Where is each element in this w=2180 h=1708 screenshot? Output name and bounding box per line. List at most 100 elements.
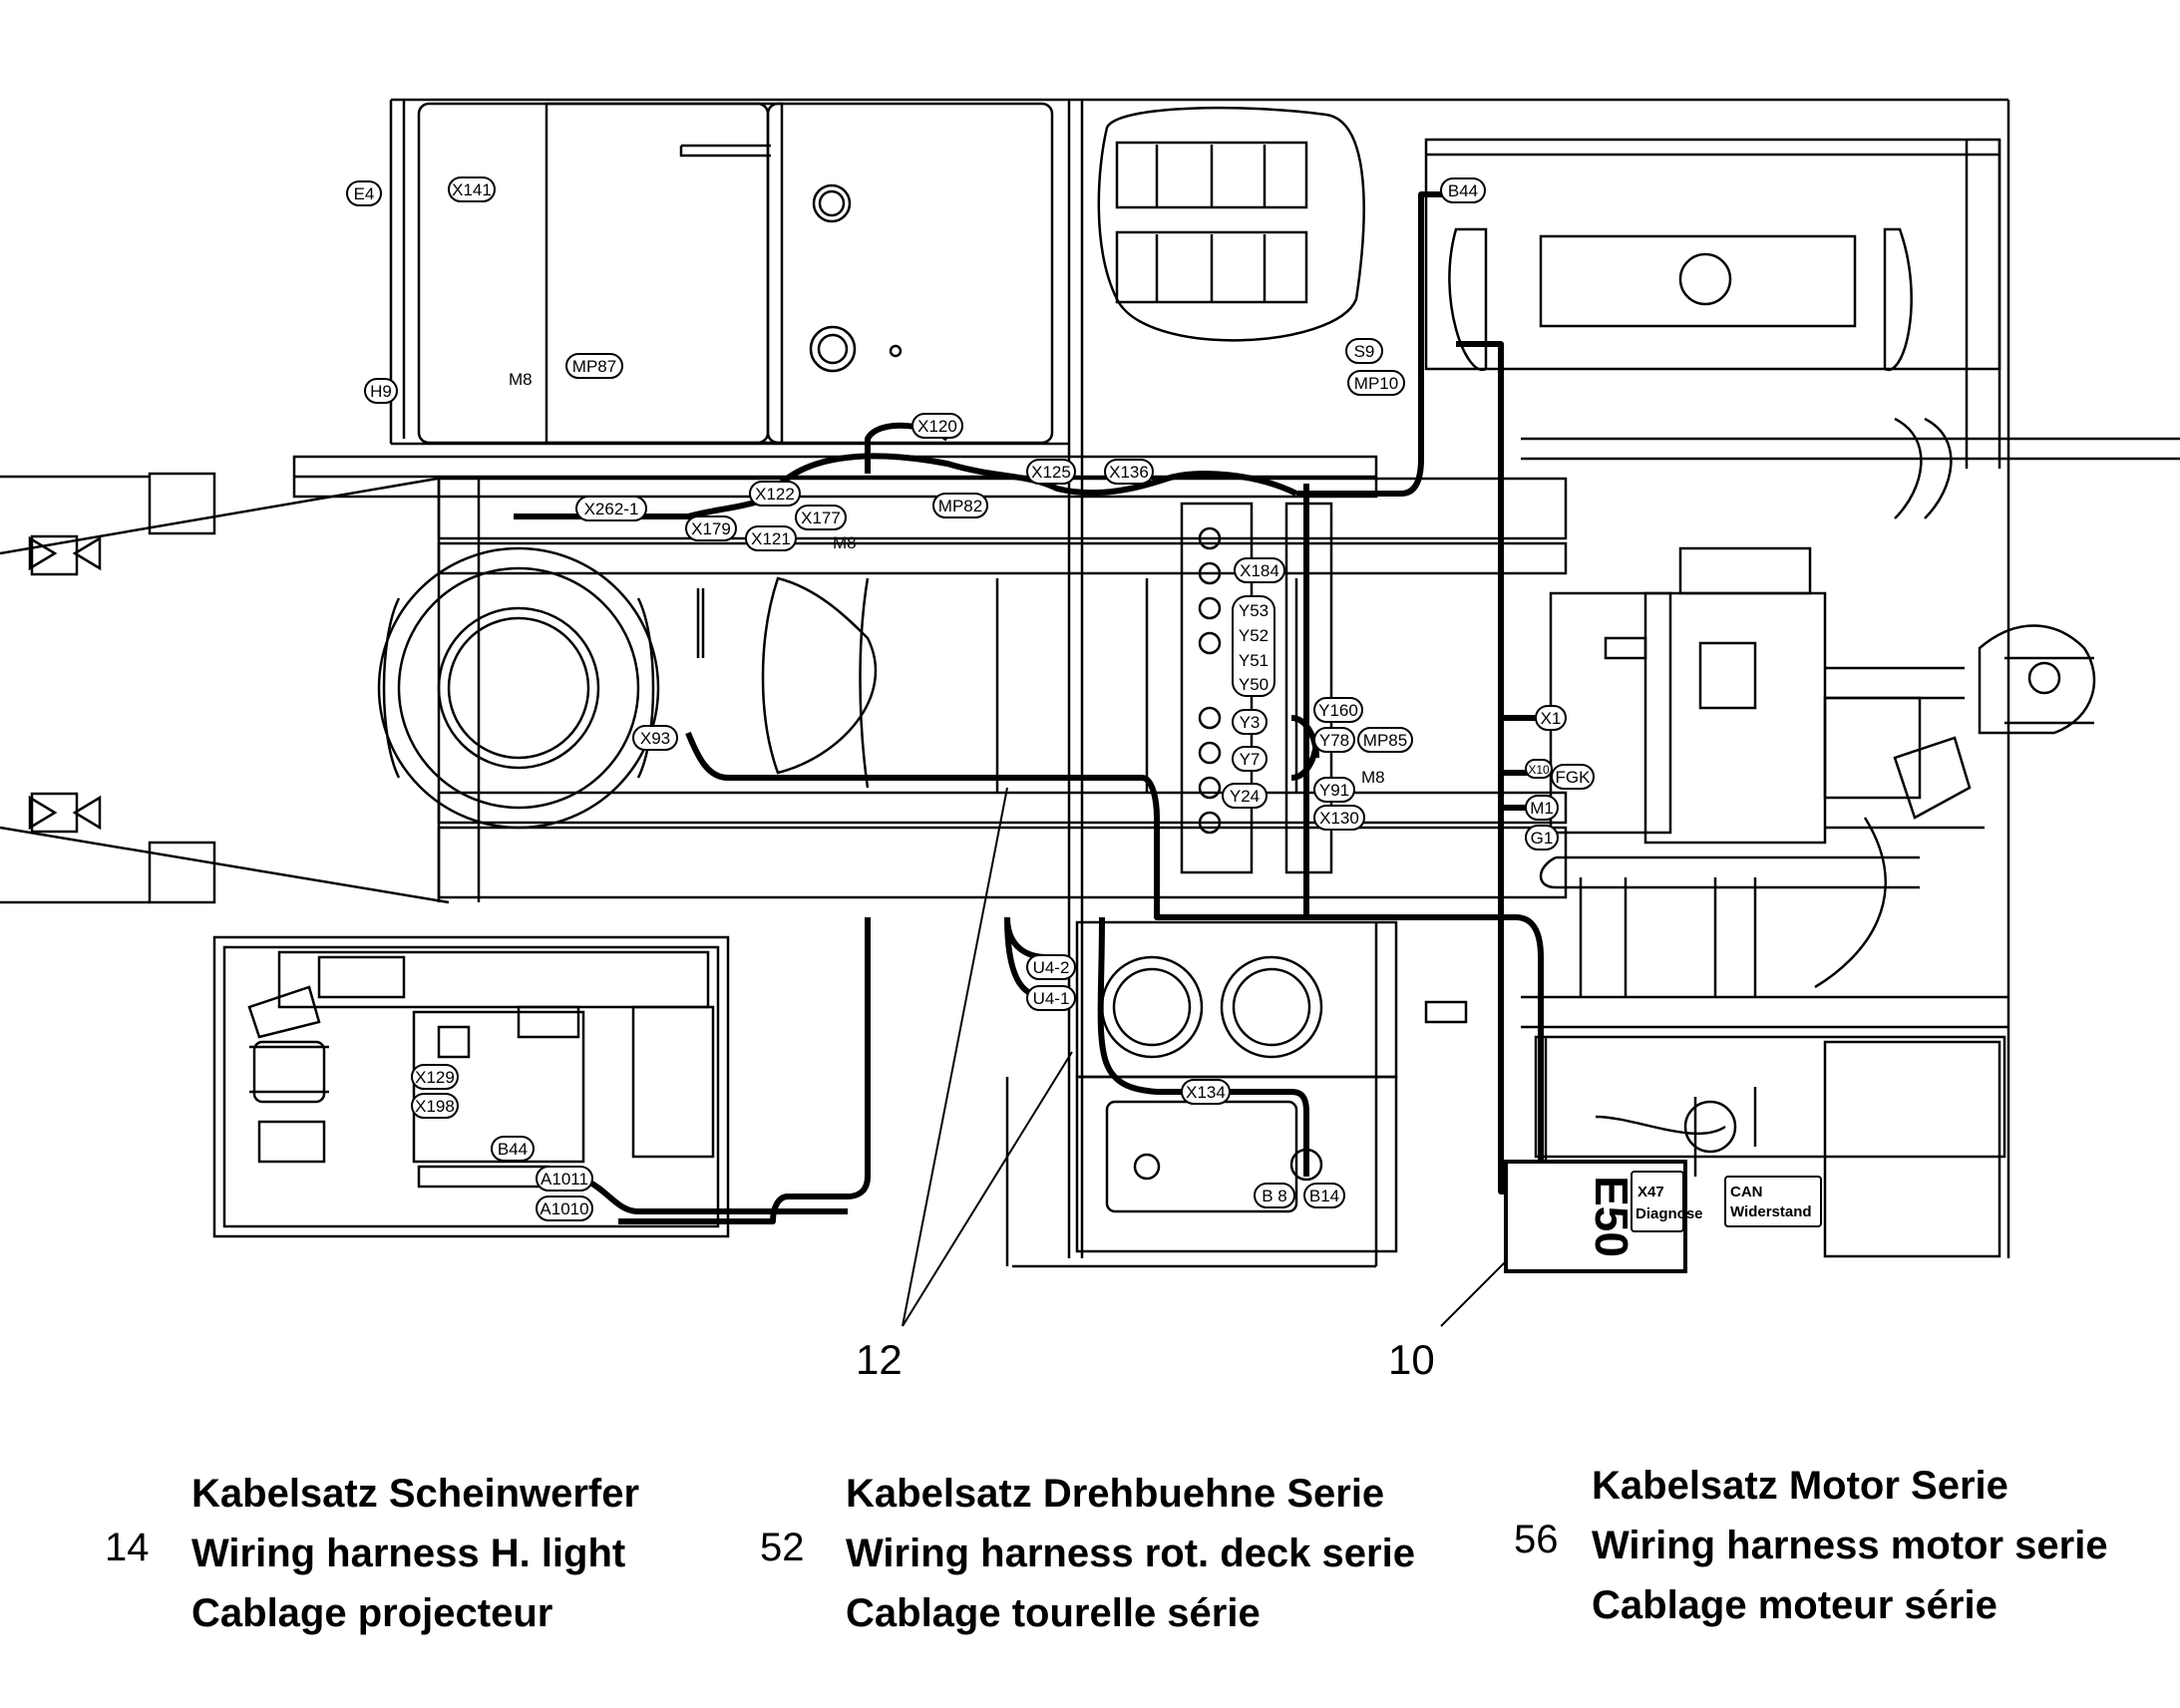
label-Y53: Y53: [1239, 601, 1269, 620]
svg-text:X93: X93: [640, 729, 670, 748]
legend-56: 56 Kabelsatz Motor Serie Wiring harness …: [1496, 1448, 2180, 1647]
legend-line-en: Wiring harness rot. deck serie: [846, 1532, 1415, 1575]
connector-X136: X136: [1104, 459, 1154, 485]
connector-MP10: MP10: [1347, 370, 1405, 396]
connector-Y91: Y91: [1313, 777, 1355, 803]
legend-line-fr: Cablage tourelle série: [846, 1591, 1261, 1635]
legend-number: 52: [760, 1526, 805, 1569]
svg-text:X184: X184: [1240, 561, 1279, 580]
legend-line-en: Wiring harness H. light: [191, 1532, 626, 1575]
legend-number: 56: [1514, 1518, 1559, 1561]
connector-X198: X198: [411, 1093, 459, 1119]
svg-text:X129: X129: [415, 1068, 455, 1087]
svg-text:X177: X177: [801, 509, 841, 527]
connector-X141: X141: [448, 176, 496, 202]
legend-line-de: Kabelsatz Drehbuehne Serie: [846, 1472, 1385, 1516]
connector-B44-bottom: B44: [491, 1136, 535, 1162]
svg-text:MP85: MP85: [1363, 731, 1407, 750]
label-M8-mid: M8: [833, 533, 857, 552]
svg-text:X198: X198: [415, 1097, 455, 1116]
svg-text:U4-1: U4-1: [1033, 989, 1070, 1008]
connector-B44-top: B44: [1440, 177, 1486, 203]
svg-text:MP87: MP87: [572, 357, 616, 376]
svg-text:X179: X179: [691, 519, 731, 538]
connector-X129: X129: [411, 1064, 459, 1090]
svg-text:M1: M1: [1530, 799, 1554, 818]
label-Y50: Y50: [1239, 675, 1269, 694]
svg-text:X125: X125: [1031, 463, 1071, 482]
valve-group-Y50-Y53: [1232, 595, 1275, 697]
connector-M1: M1: [1525, 795, 1559, 821]
connector-E4: E4: [346, 180, 382, 206]
legend-number: 14: [105, 1526, 150, 1569]
svg-text:X262-1: X262-1: [584, 500, 639, 518]
legend-line-fr: Cablage projecteur: [191, 1591, 553, 1635]
svg-text:X134: X134: [1186, 1083, 1226, 1102]
svg-text:B44: B44: [498, 1140, 528, 1159]
connector-MP87: MP87: [565, 353, 623, 379]
connector-X125: X125: [1026, 459, 1076, 485]
legend-line-de: Kabelsatz Motor Serie: [1592, 1464, 2008, 1508]
connector-Y7: Y7: [1232, 746, 1268, 772]
connector-A1011: A1011: [536, 1166, 593, 1192]
label-M8-right: M8: [1361, 768, 1385, 787]
svg-text:MP10: MP10: [1354, 374, 1398, 393]
svg-text:Y7: Y7: [1240, 750, 1261, 769]
svg-text:X121: X121: [751, 529, 791, 548]
legend-52: 52 Kabelsatz Drehbuehne Serie Wiring har…: [698, 1456, 1496, 1655]
svg-text:X10: X10: [1528, 763, 1550, 777]
label-Y51: Y51: [1239, 651, 1269, 670]
svg-text:B14: B14: [1309, 1187, 1339, 1205]
svg-text:X130: X130: [1319, 809, 1359, 828]
E50-label: E50: [1586, 1176, 1637, 1257]
connector-MP82: MP82: [932, 493, 988, 518]
legend-14: 14 Kabelsatz Scheinwerfer Wiring harness…: [0, 1456, 698, 1655]
connector-B14: B14: [1303, 1183, 1345, 1208]
connector-X121: X121: [745, 525, 797, 551]
connector-X120: X120: [911, 413, 963, 439]
connector-A1010: A1010: [536, 1196, 593, 1221]
callout-12: 12: [856, 1336, 903, 1383]
connector-X262-1: X262-1: [575, 496, 647, 521]
legend-line-fr: Cablage moteur série: [1592, 1583, 1998, 1627]
connector-X184: X184: [1234, 557, 1285, 583]
connector-U4-1: U4-1: [1026, 985, 1076, 1011]
connector-X130: X130: [1313, 805, 1365, 831]
svg-text:MP82: MP82: [938, 497, 982, 515]
svg-text:Y160: Y160: [1318, 701, 1358, 720]
svg-text:A1010: A1010: [540, 1199, 588, 1218]
connector-U4-2: U4-2: [1026, 954, 1076, 980]
callout-10: 10: [1388, 1336, 1435, 1383]
legend-line-de: Kabelsatz Scheinwerfer: [191, 1472, 640, 1516]
connector-X122: X122: [749, 481, 801, 507]
svg-text:E4: E4: [354, 184, 375, 203]
label-Y52: Y52: [1239, 626, 1269, 645]
connector-Y78: Y78: [1313, 727, 1355, 753]
legend-line-en: Wiring harness motor serie: [1592, 1524, 2108, 1567]
label-M8-top: M8: [509, 370, 533, 389]
connector-Y160: Y160: [1313, 697, 1363, 723]
connector-X179: X179: [685, 515, 737, 541]
svg-text:Y78: Y78: [1319, 731, 1349, 750]
connector-B8: B 8: [1254, 1183, 1295, 1208]
svg-text:G1: G1: [1531, 829, 1554, 848]
svg-text:X136: X136: [1109, 463, 1149, 482]
svg-text:Y91: Y91: [1319, 781, 1349, 800]
svg-text:B44: B44: [1448, 181, 1478, 200]
svg-text:X141: X141: [452, 180, 492, 199]
connector-FGK: FGK: [1551, 764, 1595, 790]
connector-H9: H9: [364, 378, 398, 404]
connector-X134: X134: [1181, 1079, 1231, 1105]
connector-G1: G1: [1525, 825, 1559, 851]
callout-leaders: [902, 787, 1507, 1327]
connector-X1: X1: [1535, 705, 1567, 731]
E50-control-box: E50 X47 Diagnose CAN Widerstand: [1504, 1160, 1822, 1273]
connector-X177: X177: [795, 505, 847, 530]
svg-text:Y3: Y3: [1240, 713, 1261, 732]
svg-text:U4-2: U4-2: [1033, 958, 1070, 977]
svg-text:B 8: B 8: [1262, 1187, 1287, 1205]
svg-text:X122: X122: [755, 485, 795, 504]
connector-X10: X10: [1525, 759, 1553, 779]
svg-text:FGK: FGK: [1556, 768, 1592, 787]
connector-S9: S9: [1345, 338, 1383, 364]
